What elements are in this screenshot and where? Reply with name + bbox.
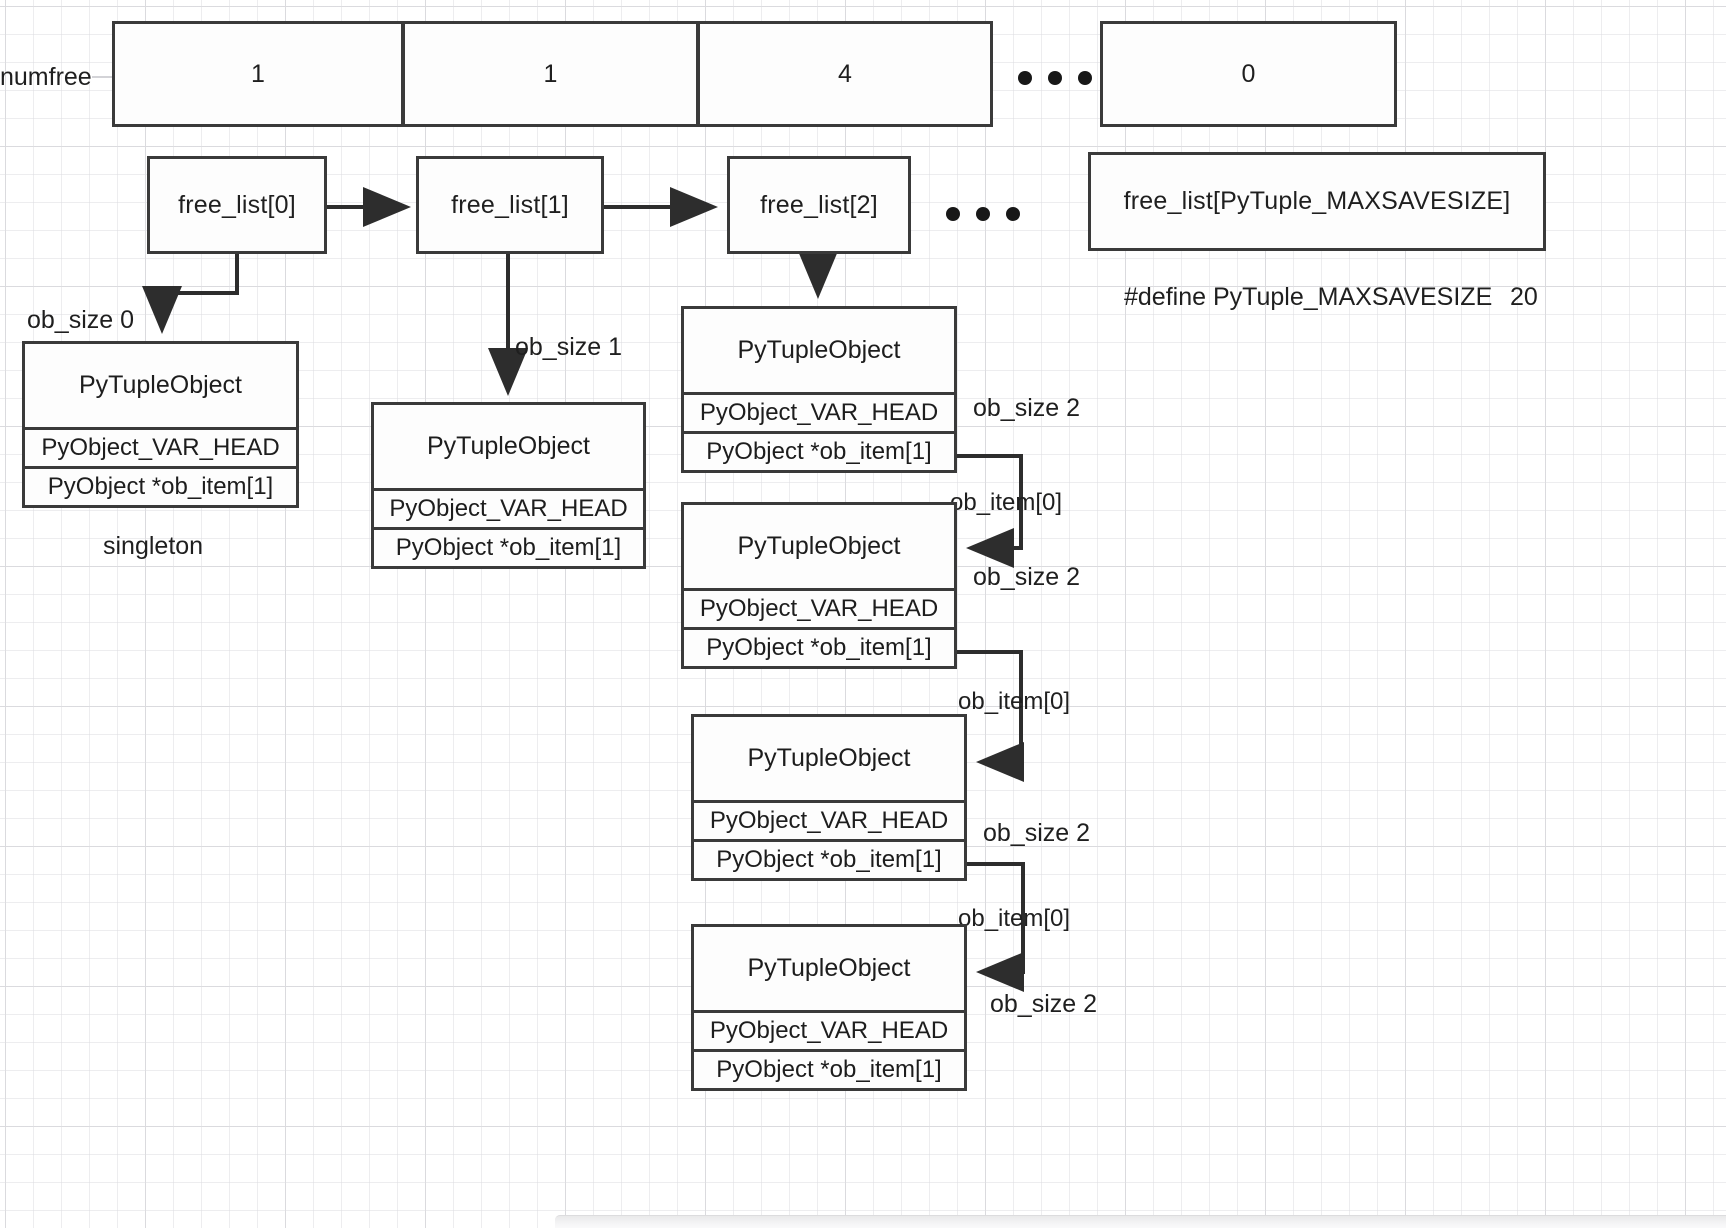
numfree-cell-1: 1 — [402, 21, 699, 127]
tuple-obitem-2b: PyObject *ob_item[1] — [684, 627, 954, 666]
tuple-varhead-0: PyObject_VAR_HEAD — [25, 427, 296, 466]
tuple-obitem-2d: PyObject *ob_item[1] — [694, 1049, 964, 1088]
singleton-note: singleton — [103, 532, 204, 560]
tuple-title-1: PyTupleObject — [426, 432, 591, 460]
free-list-box-2: free_list[2] — [727, 156, 911, 254]
tuple-varhead-1: PyObject_VAR_HEAD — [374, 488, 643, 527]
tuple-title-2b: PyTupleObject — [737, 532, 901, 560]
tuple-varhead-2b: PyObject_VAR_HEAD — [684, 588, 954, 627]
tuple-object-size2-b: PyTupleObject PyObject_VAR_HEAD PyObject… — [681, 502, 957, 669]
ob-size-label-1: ob_size 1 — [515, 333, 623, 361]
free-list-box-1: free_list[1] — [416, 156, 604, 254]
numfree-cell-2: 4 — [697, 21, 993, 127]
tuple-title-2d: PyTupleObject — [747, 954, 911, 982]
ob-item0-label-2b: ob_item[0] — [958, 688, 1071, 715]
tuple-varhead-2d: PyObject_VAR_HEAD — [694, 1010, 964, 1049]
page-bottom-edge — [555, 1215, 1726, 1228]
ob-size-label-2a: ob_size 2 — [973, 394, 1081, 422]
numfree-value-last: 0 — [1241, 59, 1256, 88]
numfree-value-2: 4 — [837, 59, 853, 88]
tuple-obitem-0: PyObject *ob_item[1] — [25, 466, 296, 505]
free-list-label-0: free_list[0] — [178, 190, 296, 219]
tuple-object-size2-c: PyTupleObject PyObject_VAR_HEAD PyObject… — [691, 714, 967, 881]
free-list-box-0: free_list[0] — [147, 156, 327, 254]
numfree-label: numfree — [0, 63, 92, 91]
ob-size-label-2c: ob_size 2 — [983, 819, 1091, 847]
tuple-obitem-1: PyObject *ob_item[1] — [374, 527, 643, 566]
tuple-object-size2-a: PyTupleObject PyObject_VAR_HEAD PyObject… — [681, 306, 957, 473]
ob-item0-label-2c: ob_item[0] — [958, 905, 1071, 932]
define-value: 20 — [1510, 283, 1538, 311]
tuple-varhead-2c: PyObject_VAR_HEAD — [694, 800, 964, 839]
numfree-cell-last: 0 — [1100, 21, 1397, 127]
ob-size-label-0: ob_size 0 — [27, 306, 135, 334]
tuple-object-size1: PyTupleObject PyObject_VAR_HEAD PyObject… — [371, 402, 646, 569]
free-list-label-max: free_list[PyTuple_MAXSAVESIZE] — [1123, 187, 1511, 215]
numfree-cell-0: 1 — [112, 21, 404, 127]
numfree-ellipsis-icon — [1018, 71, 1092, 85]
define-text: #define PyTuple_MAXSAVESIZE — [1124, 283, 1493, 311]
ob-size-label-2d: ob_size 2 — [990, 990, 1098, 1018]
tuple-object-size0: PyTupleObject PyObject_VAR_HEAD PyObject… — [22, 341, 299, 508]
tuple-title-2a: PyTupleObject — [737, 336, 901, 364]
arrow-freelist0-to-tuple0 — [142, 253, 239, 334]
free-list-box-max: free_list[PyTuple_MAXSAVESIZE] — [1088, 152, 1546, 251]
numfree-value-1: 1 — [543, 59, 558, 88]
free-list-ellipsis-icon — [946, 207, 1020, 221]
tuple-title-0: PyTupleObject — [78, 371, 243, 399]
tuple-varhead-2a: PyObject_VAR_HEAD — [684, 392, 954, 431]
free-list-label-2: free_list[2] — [760, 190, 878, 219]
tuple-obitem-2c: PyObject *ob_item[1] — [694, 839, 964, 878]
tuple-obitem-2a: PyObject *ob_item[1] — [684, 431, 954, 470]
free-list-label-1: free_list[1] — [451, 190, 569, 219]
tuple-object-size2-d: PyTupleObject PyObject_VAR_HEAD PyObject… — [691, 924, 967, 1091]
ob-size-label-2b: ob_size 2 — [973, 563, 1081, 591]
numfree-value-0: 1 — [250, 59, 266, 88]
ob-item0-label-2a: ob_item[0] — [950, 489, 1063, 516]
tuple-title-2c: PyTupleObject — [747, 744, 911, 772]
